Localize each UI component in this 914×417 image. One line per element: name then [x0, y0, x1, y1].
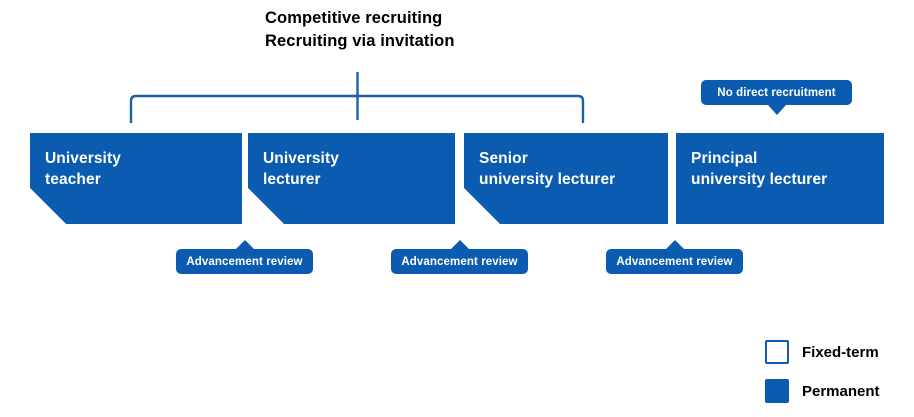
pointer-up-icon — [235, 240, 254, 249]
callout-no-direct-recruitment[interactable]: No direct recruitment — [701, 80, 852, 115]
stage-label: Principal university lecturer — [691, 150, 828, 188]
diagram-title: Competitive recruiting Recruiting via in… — [265, 7, 455, 53]
callout-label: Advancement review — [186, 255, 303, 268]
stage-box-university-lecturer[interactable]: University lecturer — [248, 133, 455, 224]
fixed-term-corner-icon — [248, 188, 284, 224]
legend-swatch-fixed-term-icon — [765, 340, 789, 364]
callout-advancement-review-3[interactable]: Advancement review — [606, 240, 743, 274]
pointer-down-icon — [767, 105, 786, 115]
callout-label: Advancement review — [616, 255, 733, 268]
title-line-recruiting-via-invitation: Recruiting via invitation — [265, 32, 455, 50]
bracket-path — [129, 94, 585, 123]
legend-label: Fixed-term — [802, 343, 879, 361]
callout-label: Advancement review — [401, 255, 518, 268]
stage-label: University teacher — [45, 150, 121, 188]
callout-advancement-review-1[interactable]: Advancement review — [176, 240, 313, 274]
callout-label: No direct recruitment — [717, 86, 836, 99]
stage-box-principal-university-lecturer[interactable]: Principal university lecturer — [676, 133, 884, 224]
pointer-up-icon — [665, 240, 684, 249]
legend-item-fixed-term: Fixed-term — [765, 337, 880, 367]
legend-item-permanent: Permanent — [765, 376, 880, 406]
legend-label: Permanent — [802, 382, 880, 400]
fixed-term-corner-icon — [464, 188, 500, 224]
stage-label: University lecturer — [263, 150, 339, 188]
legend: Fixed-term Permanent — [765, 337, 880, 415]
stage-label: Senior university lecturer — [479, 150, 616, 188]
title-line-competitive-recruiting: Competitive recruiting — [265, 9, 443, 27]
stage-box-senior-university-lecturer[interactable]: Senior university lecturer — [464, 133, 668, 224]
legend-swatch-permanent-icon — [765, 379, 789, 403]
pointer-up-icon — [450, 240, 469, 249]
fixed-term-corner-icon — [30, 188, 66, 224]
stage-box-university-teacher[interactable]: University teacher — [30, 133, 242, 224]
callout-advancement-review-2[interactable]: Advancement review — [391, 240, 528, 274]
